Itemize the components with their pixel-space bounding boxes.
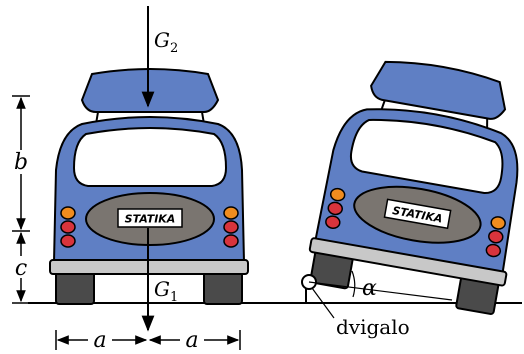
a-left-label: a (93, 328, 106, 353)
right-window (349, 118, 504, 195)
jack-leader-line (311, 287, 335, 319)
left-tire-right (203, 269, 243, 305)
left-plate-text: STATIKA (125, 213, 176, 226)
jack (301, 274, 317, 303)
c-label: c (15, 256, 27, 281)
right-license-plate (383, 198, 452, 230)
alpha-label: α (362, 276, 377, 301)
right-bumper (308, 237, 508, 287)
jack-label: dvigalo (336, 315, 410, 339)
horizontal-dimension (55, 328, 241, 350)
left-light-red-right-1 (223, 220, 239, 234)
left-light-red-left-1 (60, 220, 76, 234)
left-license-plate (117, 208, 183, 228)
alpha-arc (351, 270, 356, 298)
left-window (72, 127, 228, 187)
right-roof-box (370, 60, 507, 120)
right-car: STATIKA (308, 60, 519, 315)
b-label: b (14, 150, 28, 175)
left-light-orange-left (60, 206, 76, 220)
left-car: STATIKA (49, 68, 249, 305)
left-light-red-right-2 (223, 234, 239, 248)
g1-label: G1 (154, 277, 178, 305)
tilt-reference-line (308, 281, 453, 301)
left-tire-left (55, 269, 95, 305)
left-roof-box (80, 68, 220, 113)
vertical-dimension (10, 95, 32, 304)
left-light-red-left-2 (60, 234, 76, 248)
g2-label: G2 (154, 28, 178, 56)
left-light-orange-right (223, 206, 239, 220)
a-right-label: a (185, 328, 198, 353)
